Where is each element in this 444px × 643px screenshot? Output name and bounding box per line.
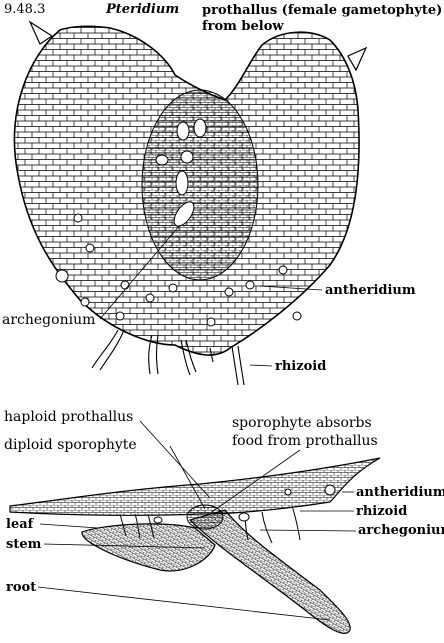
label-rhizoid-lower: rhizoid (356, 504, 408, 519)
prothallus-body (13, 20, 368, 356)
label-stem: stem (6, 537, 42, 552)
label-archegonium-upper: archegonium (2, 312, 96, 328)
genus-name: Pteridium (106, 2, 180, 17)
label-antheridium-upper: antheridium (325, 283, 416, 298)
label-archegonium-lower: archegonium (358, 523, 444, 538)
label-sporophyte-absorbs-2: food from prothallus (232, 433, 378, 449)
label-root: root (6, 580, 37, 595)
sporophyte-drawing (9, 457, 381, 634)
archegonia (155, 118, 207, 227)
label-leaf: leaf (6, 517, 34, 532)
label-sporophyte-absorbs-1: sporophyte absorbs (232, 415, 372, 431)
title-line-1: prothallus (female gametophyte) (202, 3, 443, 18)
rhizoids (91, 329, 245, 386)
lower-leader-lines (37, 420, 357, 621)
title-line-2: from below (202, 19, 284, 34)
upper-leader-lines (99, 224, 323, 367)
label-haploid-prothallus: haploid prothallus (4, 409, 134, 425)
label-diploid-sporophyte: diploid sporophyte (4, 437, 137, 453)
label-rhizoid-upper: rhizoid (275, 359, 327, 374)
figure-number: 9.48.3 (4, 2, 46, 17)
label-antheridium-lower: antheridium (356, 485, 444, 500)
